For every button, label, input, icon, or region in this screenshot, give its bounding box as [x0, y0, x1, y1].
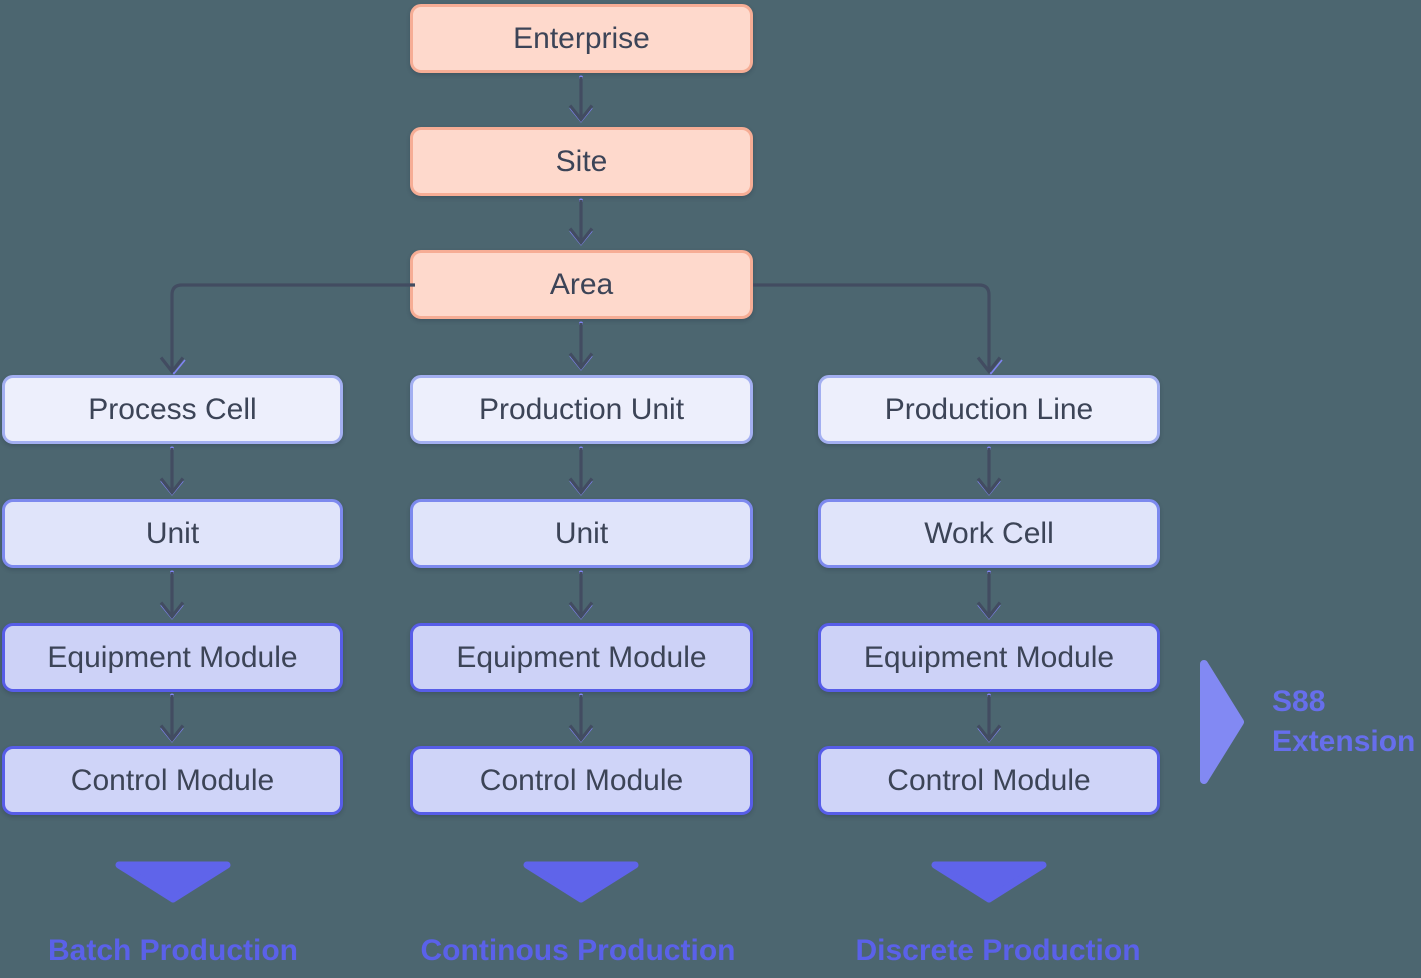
arrow-down-icon [159, 446, 185, 496]
branch-connector-right-icon [753, 283, 1003, 375]
arrow-down-icon [568, 446, 594, 496]
arrow-down-icon [976, 693, 1002, 743]
s88-extension-line2: Extension [1272, 725, 1416, 758]
node-site: Site [410, 127, 753, 196]
node-enterprise: Enterprise [410, 4, 753, 73]
node-production-line: Production Line [818, 375, 1160, 444]
continuous-production-label: Continous Production [420, 934, 736, 967]
node-enterprise-label: Enterprise [513, 21, 650, 55]
node-production-line-label: Production Line [884, 392, 1094, 426]
branch-connector-left-icon [159, 283, 415, 375]
node-control-module-discrete-label: Control Module [887, 763, 1091, 797]
continuous-production-triangle-icon [523, 861, 639, 903]
discrete-production-triangle-icon [931, 861, 1047, 903]
node-control-module-batch-label: Control Module [70, 763, 275, 797]
batch-production-triangle-icon [115, 861, 231, 903]
arrow-down-icon [976, 446, 1002, 496]
node-control-module-continuous-label: Control Module [479, 763, 684, 797]
s88-extension-line1: S88 [1272, 685, 1326, 718]
batch-production-label: Batch Production [47, 934, 298, 967]
arrow-down-icon [568, 75, 594, 123]
node-site-label: Site [555, 144, 608, 178]
node-control-module-batch: Control Module [2, 746, 343, 815]
arrow-down-icon [159, 570, 185, 620]
arrow-down-icon [568, 570, 594, 620]
node-process-cell-label: Process Cell [88, 392, 257, 426]
node-work-cell: Work Cell [818, 499, 1160, 568]
discrete-production-label: Discrete Production [855, 934, 1141, 967]
node-control-module-continuous: Control Module [410, 746, 753, 815]
arrow-down-icon [159, 693, 185, 743]
arrow-down-icon [568, 693, 594, 743]
node-process-cell: Process Cell [2, 375, 343, 444]
node-equipment-module-batch-label: Equipment Module [47, 640, 298, 674]
node-equipment-module-batch: Equipment Module [2, 623, 343, 692]
s88-extension-label: S88 Extension [1272, 682, 1415, 762]
node-production-unit: Production Unit [410, 375, 753, 444]
node-production-unit-label: Production Unit [478, 392, 685, 426]
node-equipment-module-discrete: Equipment Module [818, 623, 1160, 692]
arrow-down-icon [976, 570, 1002, 620]
node-unit-batch-label: Unit [145, 516, 200, 550]
extension-arrow-right-icon [1200, 660, 1244, 784]
node-work-cell-label: Work Cell [924, 516, 1054, 550]
node-unit-continuous-label: Unit [554, 516, 609, 550]
node-unit-continuous: Unit [410, 499, 753, 568]
arrow-down-icon [568, 321, 594, 371]
node-area: Area [410, 250, 753, 319]
node-equipment-module-discrete-label: Equipment Module [863, 640, 1115, 674]
node-control-module-discrete: Control Module [818, 746, 1160, 815]
node-unit-batch: Unit [2, 499, 343, 568]
node-equipment-module-continuous: Equipment Module [410, 623, 753, 692]
arrow-down-icon [568, 198, 594, 246]
node-area-label: Area [549, 267, 614, 301]
node-equipment-module-continuous-label: Equipment Module [456, 640, 707, 674]
